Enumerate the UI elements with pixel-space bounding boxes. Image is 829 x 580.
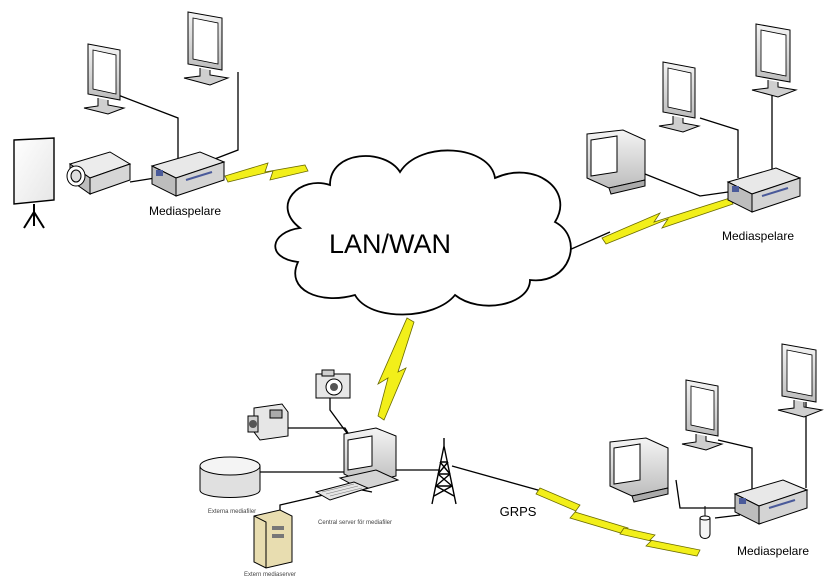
label-grps: GRPS — [500, 504, 537, 519]
crt-monitor-top-right — [586, 129, 646, 195]
monitor-top-right-1 — [658, 61, 701, 133]
line-monitor-br1 — [717, 439, 753, 495]
lightning-grps-b — [619, 527, 701, 557]
cloud-label: LAN/WAN — [329, 229, 451, 259]
line-monitor-tl1 — [117, 94, 179, 165]
camcorder-icon — [247, 403, 289, 441]
radio-tower-icon — [431, 438, 457, 505]
line-projector — [129, 177, 156, 183]
crt-monitor-bottom-right — [609, 437, 669, 503]
media-player-top-right — [726, 167, 802, 213]
monitor-bottom-right-1 — [681, 379, 724, 451]
line-monitor-tr1 — [699, 117, 739, 178]
media-player-top-left — [150, 151, 226, 197]
monitor-top-left-1 — [83, 43, 126, 115]
label-mediaspelare-top-right: Mediaspelare — [722, 229, 794, 243]
keyboard-icon — [314, 481, 370, 501]
line-modem — [714, 514, 741, 519]
monitor-top-right-2 — [751, 23, 798, 98]
line-camcorder — [288, 427, 353, 441]
monitor-bottom-right-2 — [777, 343, 824, 418]
media-player-bottom-right — [733, 479, 809, 525]
label-external-media: Externa mediafiler — [208, 509, 256, 515]
lightning-top-right — [601, 197, 734, 245]
lightning-grps-a — [535, 487, 629, 535]
gprs-modem-icon — [698, 506, 712, 539]
projector-icon — [66, 151, 132, 195]
line-crt-tr — [639, 171, 729, 197]
line-tower-grps — [451, 465, 546, 493]
lightning-top-left — [224, 162, 309, 183]
projection-screen-icon — [13, 137, 55, 229]
central-server-icon — [338, 427, 400, 491]
monitor-top-left-2 — [183, 11, 230, 86]
storage-icon — [199, 456, 261, 498]
lightning-links — [224, 162, 734, 557]
label-mediaspelare-top-left: Mediaspelare — [149, 204, 221, 218]
label-external-server: Extern mediaserver — [244, 572, 296, 578]
label-mediaspelare-bottom-right: Mediaspelare — [737, 544, 809, 558]
line-crt-br — [675, 479, 735, 509]
label-central-server: Central server för mediafiler — [318, 520, 392, 526]
line-monitor-tl2 — [211, 72, 239, 161]
lightning-center — [377, 317, 415, 421]
external-server-icon — [253, 509, 293, 569]
lan-wan-cloud: LAN/WAN — [274, 149, 572, 316]
camera-icon — [315, 369, 351, 399]
